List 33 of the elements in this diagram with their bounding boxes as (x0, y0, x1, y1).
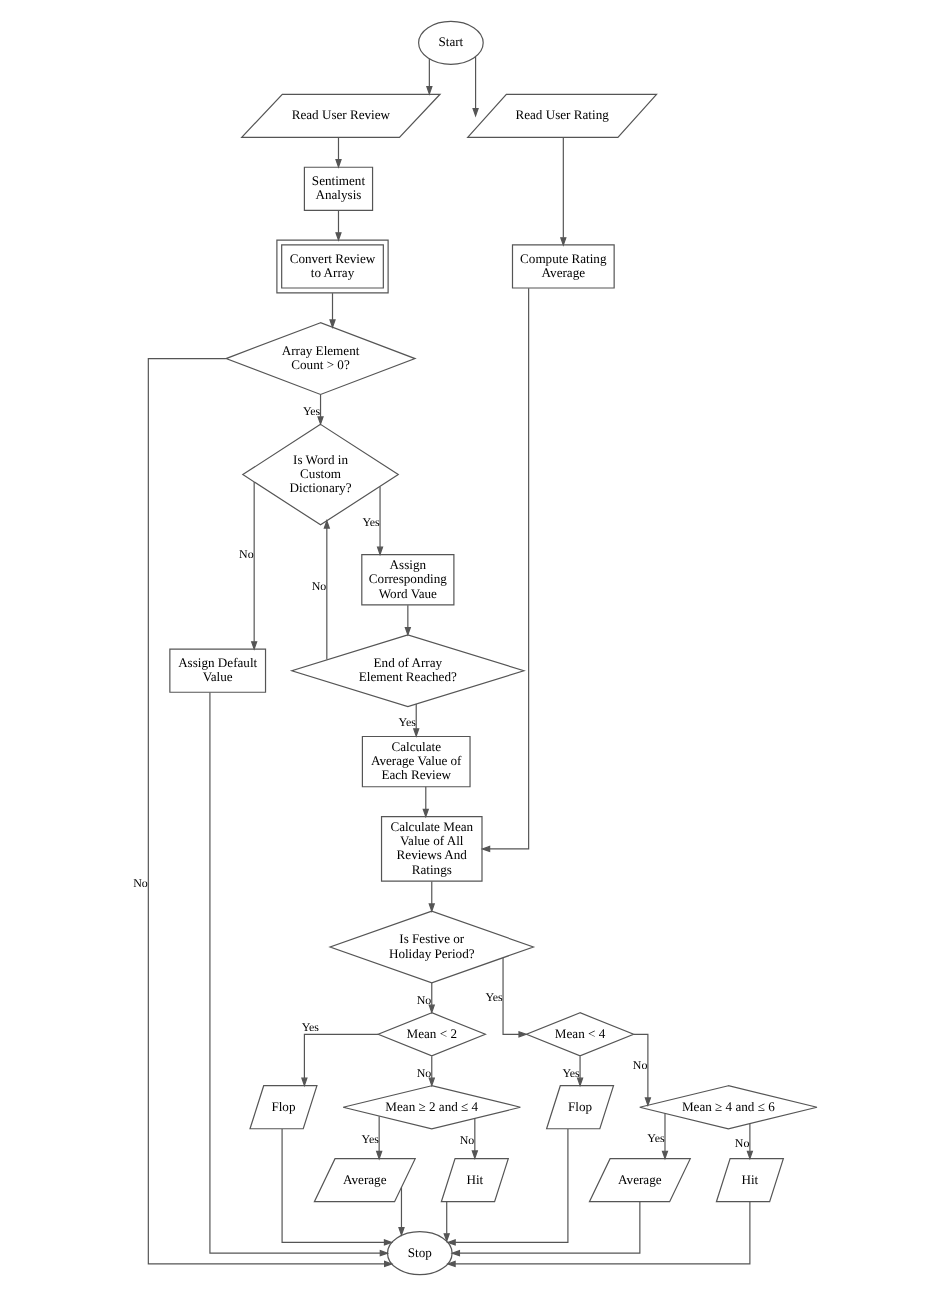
arrow (374, 1115, 382, 1161)
arrow (427, 880, 435, 913)
arrow (334, 209, 341, 242)
arrow (470, 1117, 478, 1160)
arrow (471, 56, 478, 118)
arrow (445, 1201, 750, 1268)
arrow (479, 287, 529, 853)
arrow (445, 1128, 568, 1246)
arrow (328, 292, 335, 329)
arrow (449, 1201, 640, 1257)
arrow (427, 1055, 435, 1088)
arrow (501, 957, 527, 1038)
arrow (558, 136, 566, 247)
arrow (427, 982, 435, 1015)
arrow (411, 703, 419, 738)
arrow (442, 1201, 450, 1243)
arrow (575, 1055, 583, 1088)
arrow (421, 786, 429, 819)
arrow (300, 1033, 378, 1088)
arrow (403, 604, 411, 637)
arrow (208, 691, 389, 1257)
arrow (280, 1128, 393, 1246)
arrow (632, 1033, 651, 1107)
arrow (316, 394, 323, 426)
arrow (322, 519, 330, 661)
arrow (660, 1112, 668, 1161)
arrow (334, 137, 341, 169)
arrow (425, 58, 432, 96)
arrow (745, 1123, 753, 1161)
arrow (375, 486, 383, 557)
arrow (397, 1186, 404, 1237)
arrow (146, 357, 393, 1268)
arrow (249, 481, 257, 651)
